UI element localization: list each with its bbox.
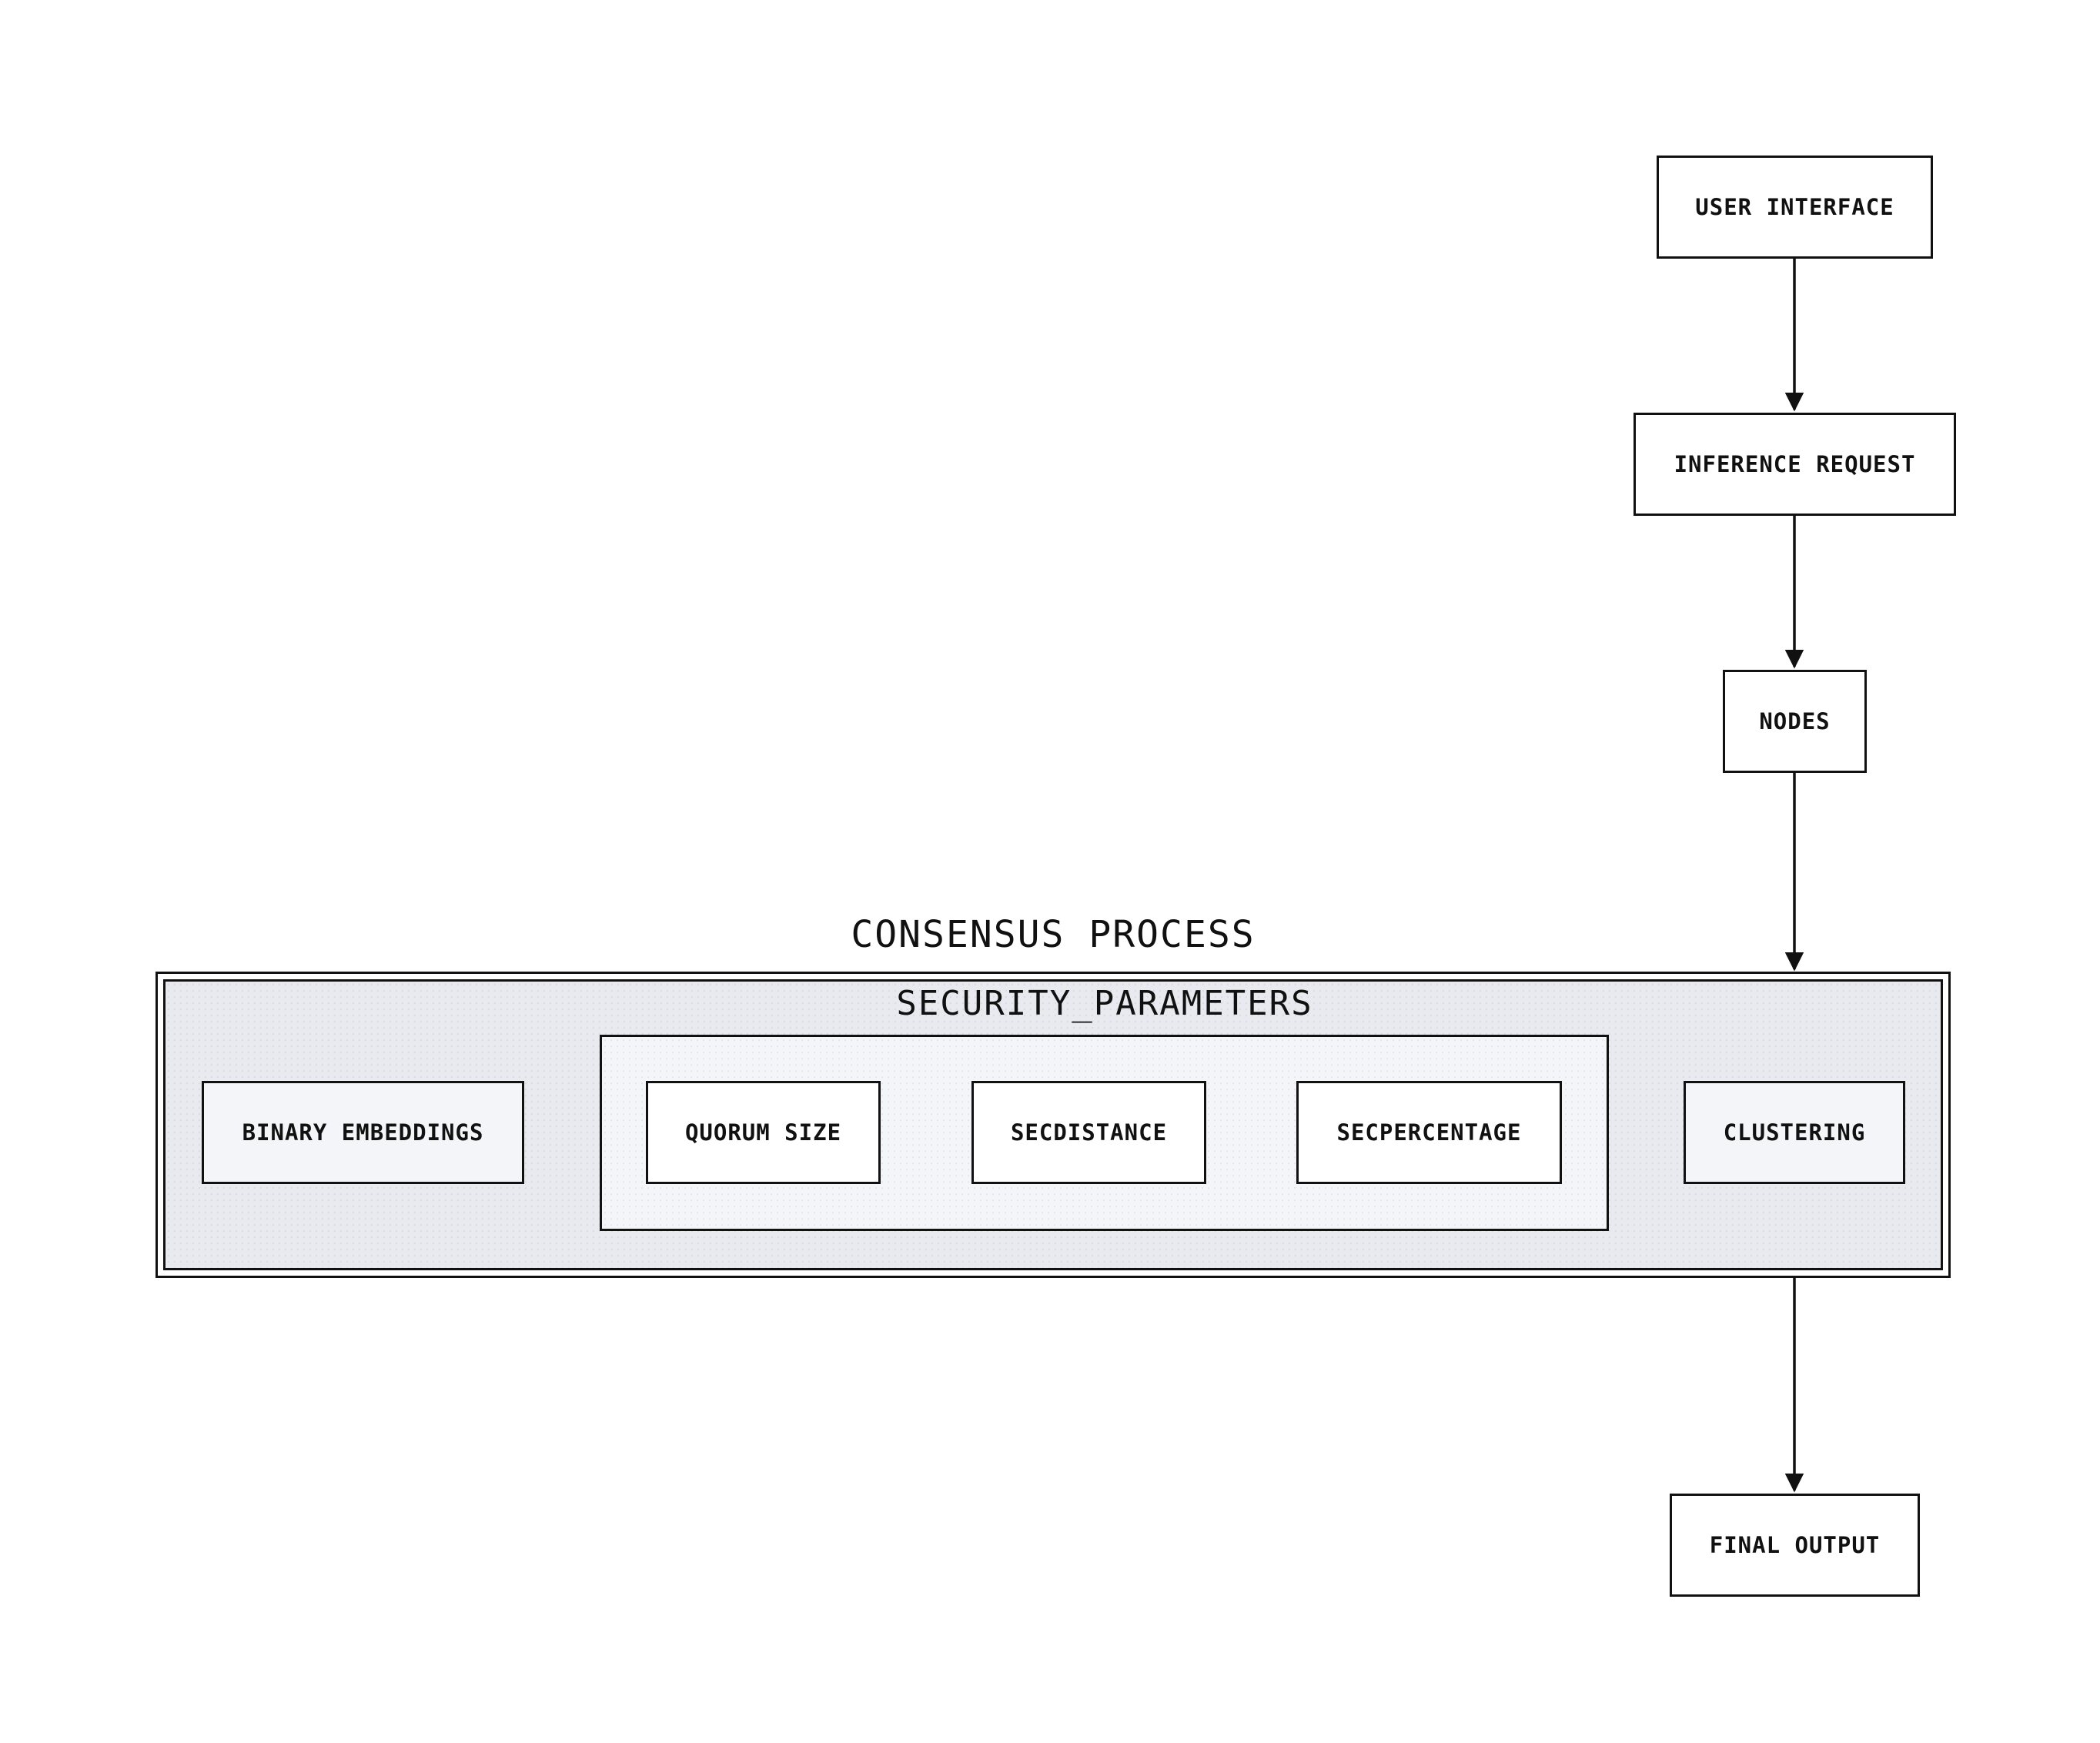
security-parameters-title: SECURITY_PARAMETERS xyxy=(896,984,1313,1023)
final-output-node: FINAL OUTPUT xyxy=(1670,1494,1920,1597)
secdistance-node: SECDISTANCE xyxy=(971,1081,1206,1184)
binary-embeddings-node: BINARY EMBEDDINGS xyxy=(202,1081,524,1184)
inference-request-node: INFERENCE REQUEST xyxy=(1634,413,1956,516)
consensus-process-title: CONSENSUS PROCESS xyxy=(851,913,1256,956)
secpercentage-node: SECPERCENTAGE xyxy=(1296,1081,1562,1184)
quorum-size-node: QUORUM SIZE xyxy=(646,1081,881,1184)
user-interface-node: USER INTERFACE xyxy=(1657,156,1933,259)
clustering-node: CLUSTERING xyxy=(1684,1081,1905,1184)
nodes-node: NODES xyxy=(1723,670,1867,773)
